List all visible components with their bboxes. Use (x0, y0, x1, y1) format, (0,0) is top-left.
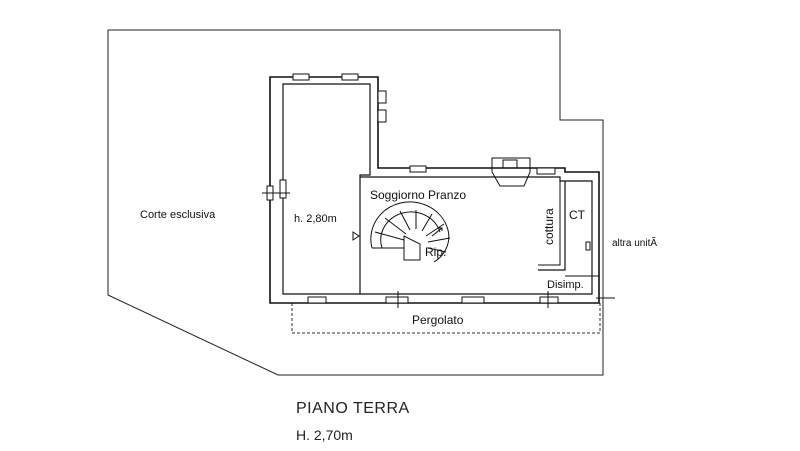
label-disimpegno: Disimp. (547, 279, 584, 291)
window-south-3 (461, 296, 485, 304)
label-room-height: h. 2,80m (294, 213, 337, 225)
window-living-north-1 (409, 165, 427, 173)
building-inner-wall (282, 83, 371, 295)
label-cottura: cottura (542, 208, 556, 245)
window-living-north-2 (536, 167, 556, 175)
cottura-partition (538, 181, 566, 271)
label-ripostiglio: Rip. (425, 245, 446, 259)
floor-height: H. 2,70m (296, 427, 353, 443)
cottura-vent (585, 241, 591, 251)
label-corte-esclusiva: Corte esclusiva (140, 209, 216, 221)
fireplace (491, 157, 531, 187)
window-east-2 (377, 109, 387, 123)
window-east-1 (377, 90, 387, 104)
courtyard-boundary (107, 29, 604, 376)
label-altra-unita: altra unitÃ (612, 236, 657, 249)
window-south-4 (539, 296, 559, 304)
living-room-inner-wall (360, 176, 593, 295)
label-soggiorno-pranzo: Soggiorno Pranzo (370, 188, 466, 202)
door-inner-west (279, 179, 287, 199)
label-ct: CT (569, 208, 586, 222)
plan-title: PIANO TERRA (296, 400, 410, 417)
cottura-partition-inner (538, 181, 561, 266)
window-north-2 (341, 73, 359, 81)
label-pergolato: Pergolato (412, 313, 464, 327)
building-outer-wall (269, 76, 600, 304)
level-marker (352, 231, 360, 241)
spiral-staircase (370, 201, 451, 263)
window-south-2 (385, 296, 409, 304)
pergola-outline (291, 303, 601, 334)
window-north-1 (292, 73, 310, 81)
window-south-1 (307, 296, 327, 304)
fireplace-flue (502, 159, 518, 169)
